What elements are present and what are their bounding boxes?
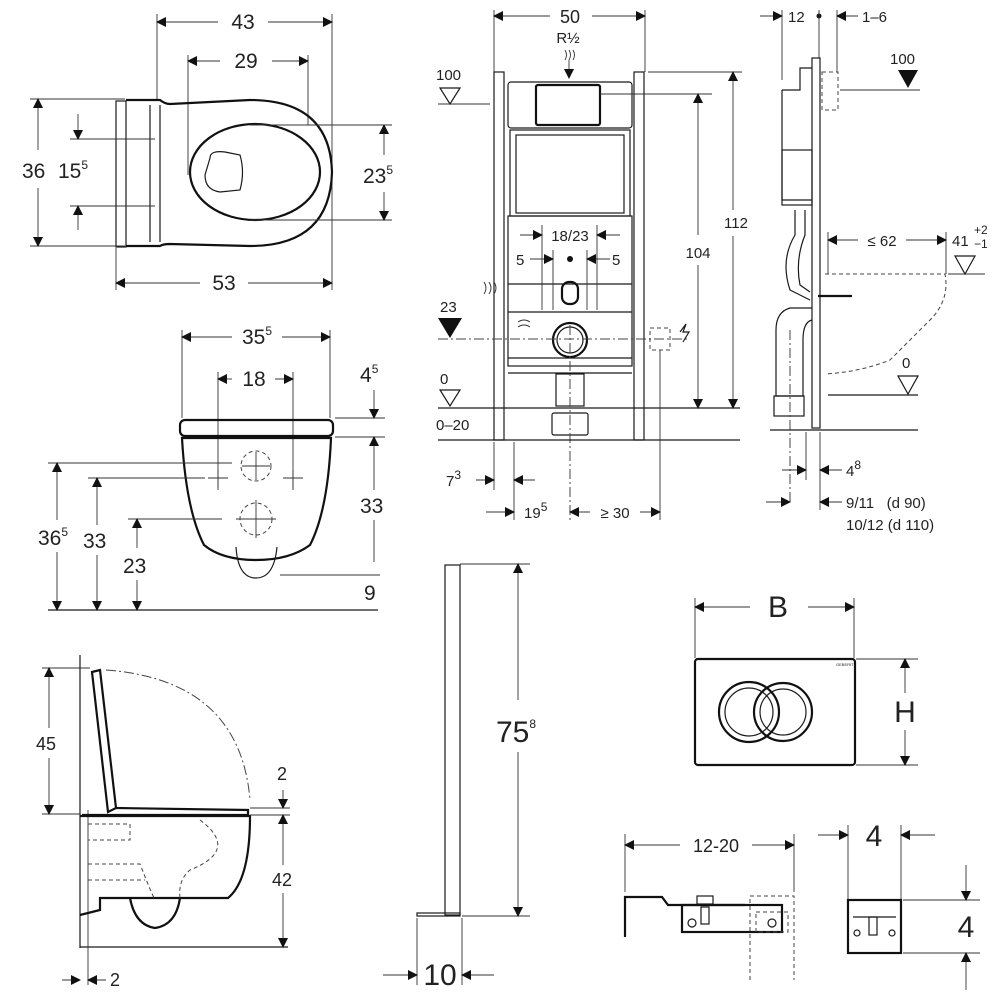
dim-width-inner: 29 — [234, 50, 257, 73]
brand-logo: GEBERIT — [836, 662, 854, 667]
dim-seat-gap: 2 — [277, 764, 287, 784]
water-inlet-icon — [564, 49, 575, 61]
support-leg: 758 10 — [383, 563, 536, 992]
dim-bracket-length: 12-20 — [693, 836, 739, 856]
dim-height-total: 36 — [22, 160, 45, 183]
dim-offset-right: 5 — [612, 252, 620, 269]
dim-plate-width: B — [768, 591, 788, 624]
frame-side-view: 12 1–6 100 ≤ 62 41 +2 −1 0 — [760, 9, 988, 534]
dim-bolt-spacing: 18/23 — [551, 228, 589, 245]
dim-bowl-opening: 235 — [363, 163, 393, 188]
actuator-opening — [534, 83, 602, 127]
dim-pipe-offset-d110: 10/12 (d 110) — [846, 517, 934, 534]
toilet-front-view: 355 18 45 33 9 365 33 2 — [38, 324, 385, 611]
frame-front-view: 50 R½ 100 23 0 — [436, 7, 748, 522]
dim-bracket-width: 4 — [866, 820, 883, 853]
flush-plate: B GEBERIT H — [693, 591, 918, 767]
dim-bowl-height: 42 — [272, 870, 292, 890]
dim-leg-height: 758 — [496, 716, 536, 749]
dim-pipe-offset-d90: 9/11 (d 90) — [846, 495, 926, 512]
dim-foot-width: 10 — [423, 959, 456, 992]
dim-frame-width: 50 — [560, 7, 580, 27]
water-supply-icon — [483, 281, 497, 295]
dim-lid-height: 45 — [36, 734, 56, 754]
level-top-label: 100 — [436, 67, 461, 84]
dim-seat-height: 41 — [952, 233, 969, 250]
flush-button-small — [717, 680, 781, 744]
bracket-plate — [846, 898, 903, 955]
floor-range-label: 0–20 — [436, 417, 469, 434]
dim-bowl-height: 33 — [360, 495, 383, 518]
flush-pipe-icon — [517, 319, 531, 328]
dim-projection-max: ≤ 62 — [867, 233, 896, 250]
dim-bolt-height: 33 — [83, 530, 106, 553]
dim-offset-left: 5 — [516, 252, 524, 269]
dim-height-total: 112 — [724, 215, 748, 232]
dim-inlet-height: 365 — [38, 525, 68, 550]
dim-seat-thickness: 45 — [360, 362, 379, 387]
dim-depth: 12 — [788, 9, 805, 26]
water-connection-label: R½ — [556, 30, 580, 47]
dim-width: 355 — [242, 324, 272, 349]
dim-height-actuator: 104 — [685, 245, 710, 262]
toilet-top-view: 43 29 36 155 235 53 — [22, 11, 393, 295]
flush-button-large — [752, 681, 814, 743]
toilet-side-view: 45 2 42 2 — [36, 655, 292, 990]
dim-outlet-height: 23 — [123, 555, 146, 578]
seat-tolerance-plus: +2 — [974, 223, 988, 237]
dim-bolt-spacing: 18 — [242, 368, 265, 391]
seat — [178, 418, 335, 438]
dim-center-offset: 195 — [524, 500, 548, 522]
level-top-label: 100 — [890, 51, 915, 68]
dim-wall-gap: 2 — [110, 970, 120, 990]
flush-plate-body — [693, 657, 857, 767]
electrical-icon — [679, 323, 691, 343]
dim-electrical-min: ≥ 30 — [600, 505, 629, 522]
seat-tolerance-minus: −1 — [974, 237, 988, 251]
dim-leg-offset: 73 — [446, 468, 461, 490]
level-outlet-label: 23 — [440, 299, 457, 316]
dim-bracket-height: 4 — [958, 911, 975, 944]
dim-width-overall: 43 — [231, 11, 254, 34]
dim-plate-height: H — [894, 696, 916, 729]
level-floor-label: 0 — [440, 371, 448, 388]
clipped-label: 9 — [364, 582, 376, 605]
bracket: 12-20 4 4 — [623, 820, 980, 990]
dim-depth-overall: 53 — [212, 272, 235, 295]
level-floor-label: 0 — [902, 355, 910, 372]
dim-offset-small: 48 — [846, 458, 861, 480]
dim-wall-gap: 1–6 — [862, 9, 887, 26]
dim-fixing-spacing: 155 — [58, 158, 88, 183]
